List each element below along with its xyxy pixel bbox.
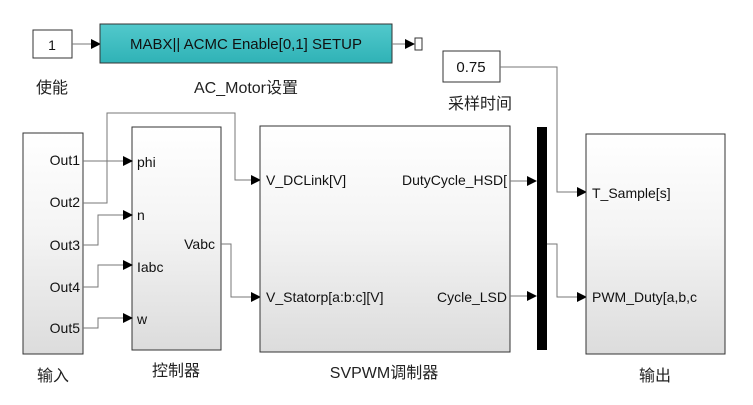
- enable-constant-block[interactable]: 1: [32, 29, 73, 59]
- input-subsystem-block[interactable]: Out1 Out2 Out3 Out4 Out5: [22, 132, 84, 355]
- mux-block[interactable]: [537, 127, 547, 350]
- port-out4: Out4: [50, 279, 81, 295]
- svpwm-caption: SVPWM调制器: [330, 364, 438, 382]
- port-vstator: V_Statorp[a:b:c][V]: [266, 289, 384, 305]
- port-phi: phi: [137, 154, 156, 170]
- wire-out2-vdclink: [83, 112, 261, 204]
- port-out1: Out1: [50, 152, 81, 168]
- port-iabc: Iabc: [137, 259, 163, 275]
- ac-motor-setup-block[interactable]: MABX|| ACMC Enable[0,1] SETUP: [99, 23, 393, 64]
- ac-motor-caption: AC_Motor设置: [194, 79, 298, 97]
- port-tsample: T_Sample[s]: [592, 185, 671, 201]
- controller-caption: 控制器: [152, 362, 200, 380]
- enable-value: 1: [48, 37, 56, 53]
- output-subsystem-block[interactable]: T_Sample[s] PWM_Duty[a,b,c: [585, 133, 726, 355]
- port-w: w: [136, 311, 148, 327]
- port-vdclink: V_DCLink[V]: [266, 172, 346, 188]
- wire-mux-pwm: [547, 243, 587, 302]
- wire-vabc-vstator: [221, 243, 261, 302]
- svpwm-block[interactable]: V_DCLink[V] DutyCycle_HSD[ V_Statorp[a:b…: [259, 125, 511, 353]
- wire-out3-n: [83, 210, 133, 246]
- port-out3: Out3: [50, 237, 81, 253]
- wire-out4-iabc: [83, 260, 133, 288]
- output-caption: 输出: [639, 367, 671, 385]
- sample-time-value: 0.75: [456, 59, 485, 76]
- terminator-block[interactable]: [414, 37, 423, 51]
- sample-time-constant-block[interactable]: 0.75: [442, 50, 501, 83]
- controller-block[interactable]: phi n Iabc w Vabc: [131, 126, 222, 351]
- port-hsd: DutyCycle_HSD[: [402, 172, 507, 188]
- enable-caption: 使能: [36, 79, 68, 97]
- wire-sample-time: [500, 66, 587, 197]
- port-out2: Out2: [50, 194, 81, 210]
- sample-time-caption: 采样时间: [448, 95, 512, 113]
- port-vabc: Vabc: [184, 236, 215, 252]
- port-n: n: [137, 207, 145, 223]
- wire-out5-w: [83, 313, 133, 329]
- ac-motor-block-text: MABX|| ACMC Enable[0,1] SETUP: [130, 36, 362, 53]
- port-out5: Out5: [50, 320, 81, 336]
- input-caption: 输入: [37, 367, 69, 385]
- port-lsd: Cycle_LSD: [437, 289, 507, 305]
- port-pwm-duty: PWM_Duty[a,b,c: [592, 289, 697, 305]
